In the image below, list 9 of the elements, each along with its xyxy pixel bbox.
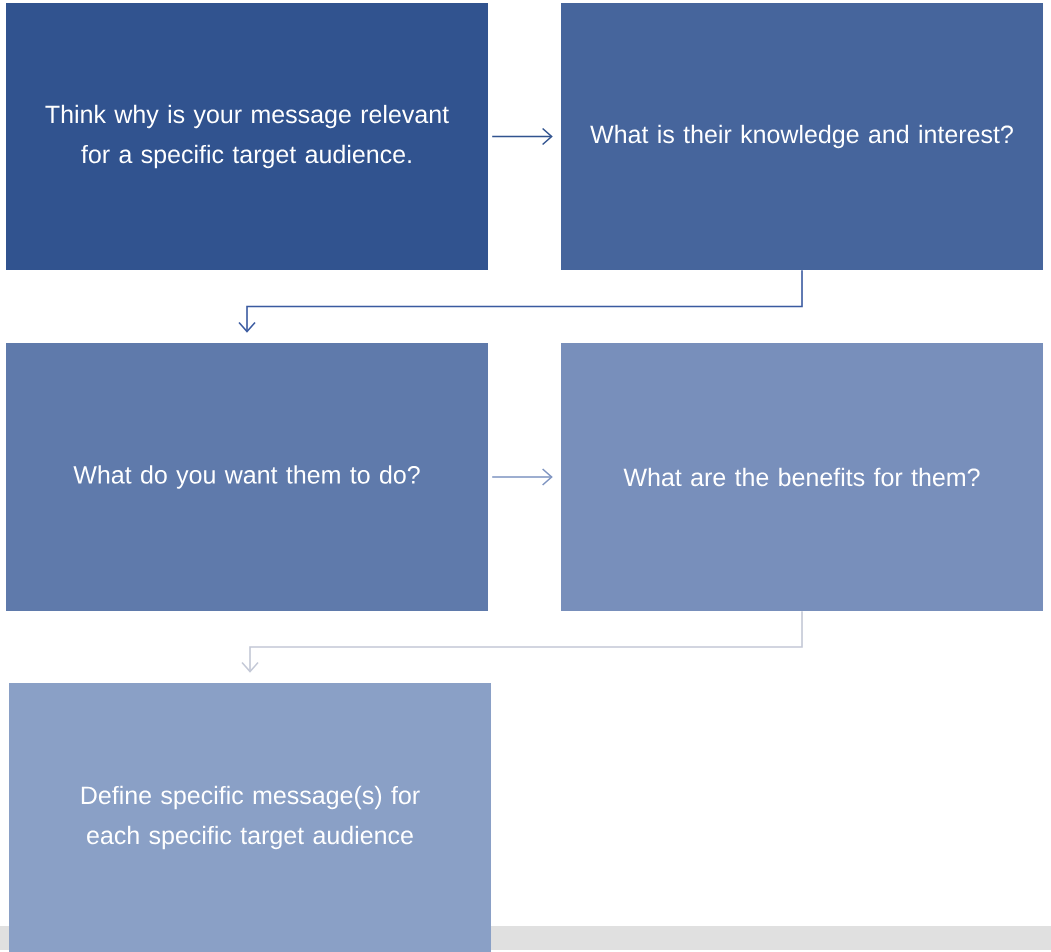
arrow [491, 468, 553, 486]
arrow [491, 127, 553, 146]
process-box: What is their knowledge and interest? [561, 3, 1043, 270]
arrow [241, 610, 803, 673]
process-box: What do you want them to do? [6, 343, 488, 611]
arrow [238, 269, 803, 333]
process-box: Think why is your message relevant for a specific target audience. [6, 3, 488, 270]
process-box: Define specific message(s) for each specific target audience [9, 683, 491, 952]
process-box: What are the benefits for them? [561, 343, 1043, 611]
